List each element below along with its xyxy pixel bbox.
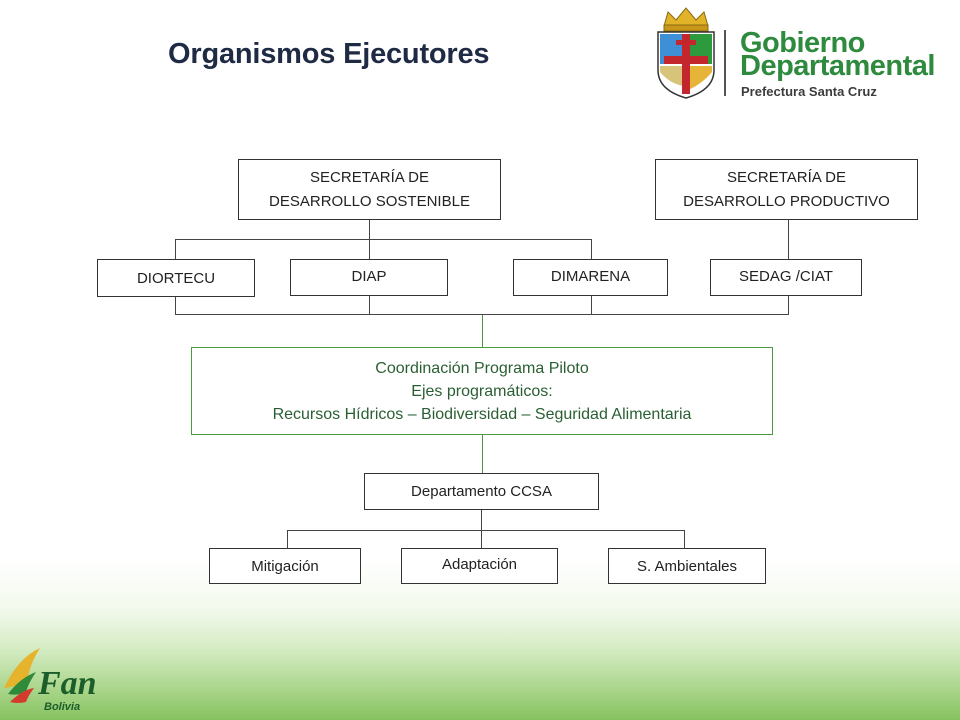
connector-line: [287, 530, 288, 549]
ejes-list: Recursos Hídricos – Biodiversidad – Segu…: [272, 405, 692, 423]
gobierno-departamental-logo: Gobierno Departamental Prefectura Santa …: [644, 4, 958, 102]
gobierno-text: Gobierno: [740, 27, 865, 59]
connector-line: [788, 220, 789, 260]
unit-dimarena-box: DIMARENA: [513, 259, 668, 296]
area-label: S. Ambientales: [636, 557, 738, 575]
connector-line: [175, 297, 176, 315]
secretaria-sostenible-line2: DESARROLLO SOSTENIBLE: [269, 192, 470, 210]
area-label: Adaptación: [441, 556, 518, 573]
page-title: Organismos Ejecutores: [168, 38, 490, 70]
connector-line: [175, 239, 176, 260]
connector-line: [369, 296, 370, 315]
fan-subtext: Bolivia: [44, 701, 80, 713]
unit-label: DIMARENA: [550, 268, 631, 285]
secretaria-sostenible-line1: SECRETARÍA DE: [310, 168, 429, 186]
coat-of-arms-icon: [657, 7, 715, 99]
departamento-label: Departamento CCSA: [411, 483, 552, 500]
coordinacion-programa-piloto-box: Coordinación Programa Piloto Ejes progra…: [191, 347, 773, 435]
secretaria-desarrollo-productivo-box: SECRETARÍA DE DESARROLLO PRODUCTIVO: [655, 159, 918, 220]
unit-label: DIAP: [351, 268, 387, 285]
secretaria-desarrollo-sostenible-box: SECRETARÍA DE DESARROLLO SOSTENIBLE: [238, 159, 501, 220]
connector-line: [175, 239, 592, 240]
unit-diortecu-box: DIORTECU: [97, 259, 255, 297]
connector-line: [684, 530, 685, 549]
area-mitigacion-box: Mitigación: [209, 548, 361, 584]
connector-line: [482, 435, 483, 473]
coordinacion-title: Coordinación Programa Piloto: [375, 359, 589, 377]
connector-line: [591, 296, 592, 315]
unit-sedag-ciat-box: SEDAG /CIAT: [710, 259, 862, 296]
connector-line: [287, 530, 685, 531]
connector-line: [175, 314, 789, 315]
connector-line: [481, 530, 482, 548]
secretaria-productivo-line1: SECRETARÍA DE: [727, 168, 846, 186]
connector-line: [369, 220, 370, 240]
unit-label: DIORTECU: [136, 269, 216, 287]
departamento-ccsa-box: Departamento CCSA: [364, 473, 599, 510]
departamental-text: Departamental: [740, 50, 935, 82]
connector-line: [481, 510, 482, 531]
fan-text: Fan: [37, 665, 97, 702]
connector-line: [591, 239, 592, 260]
connector-line: [482, 315, 483, 347]
connector-line: [788, 296, 789, 315]
unit-label: SEDAG /CIAT: [739, 268, 833, 285]
prefectura-text: Prefectura Santa Cruz: [741, 84, 877, 99]
macaw-feather-icon: [4, 648, 40, 703]
area-label: Mitigación: [251, 557, 319, 575]
fan-bolivia-logo: Fan Bolivia: [4, 648, 97, 713]
area-adaptacion-box: Adaptación: [401, 548, 558, 584]
logo-divider: [724, 30, 726, 96]
unit-diap-box: DIAP: [290, 259, 448, 296]
connector-line: [369, 239, 370, 260]
ejes-programaticos-label: Ejes programáticos:: [411, 382, 553, 400]
secretaria-productivo-line2: DESARROLLO PRODUCTIVO: [683, 192, 890, 210]
area-servicios-ambientales-box: S. Ambientales: [608, 548, 766, 584]
